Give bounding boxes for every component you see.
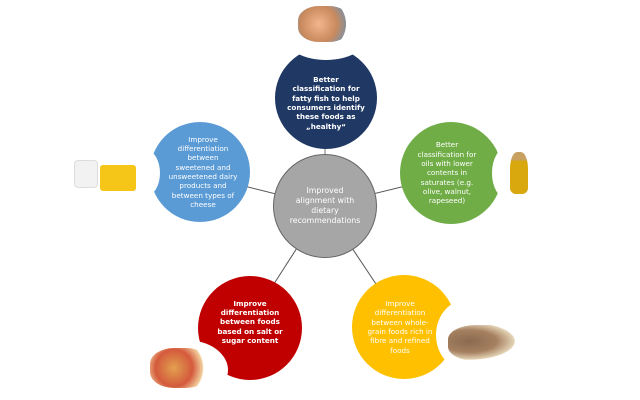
node-oils: Better classification for oils with lowe…	[400, 122, 502, 224]
dairy-text: Improve differentiation between sweetene…	[168, 134, 238, 210]
bread-grains-image	[448, 325, 518, 361]
snacks-image	[150, 348, 210, 388]
seafood-image	[298, 6, 350, 42]
center-text: Improved alignment with dietary recommen…	[289, 185, 361, 226]
fish-text: Better classification for fatty fish to …	[287, 74, 365, 131]
node-dairy: Improve differentiation between sweetene…	[150, 122, 250, 222]
cheese-image	[100, 165, 136, 191]
milk-cheese-image	[74, 160, 98, 188]
node-fish: Better classification for fatty fish to …	[275, 47, 377, 149]
oils-text: Better classification for oils with lowe…	[417, 140, 477, 206]
olive-oil-image	[510, 152, 528, 194]
center-circle: Improved alignment with dietary recommen…	[273, 154, 377, 258]
salt-text: Improve differentiation between foods ba…	[217, 298, 283, 346]
grain-text: Improve differentiation between whole-gr…	[367, 298, 433, 355]
